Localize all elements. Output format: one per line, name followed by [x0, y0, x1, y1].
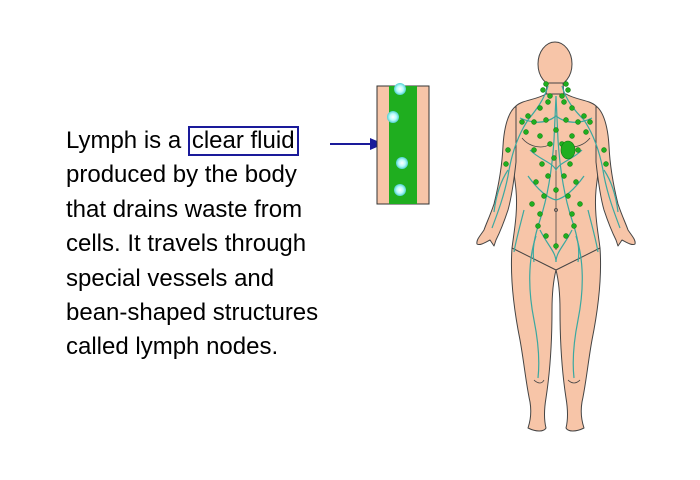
lymph-cell	[394, 83, 406, 95]
explanation-text: Lymph is a clear fluid produced by the b…	[66, 124, 386, 365]
human-body-figure	[476, 41, 636, 432]
text-line-7: called lymph nodes.	[66, 333, 279, 361]
text-line-6: bean-shaped structures	[66, 299, 319, 327]
right-leg	[555, 247, 602, 432]
clear-fluid-highlight: clear fluid	[187, 126, 299, 156]
lymph-cell	[396, 157, 408, 169]
left-arm	[476, 105, 517, 247]
text-line-3: that drains waste from	[66, 195, 303, 223]
lymph-cell	[394, 184, 406, 196]
text-line-1: Lymph is a clear fluid	[66, 124, 386, 158]
lymph-cell	[387, 111, 399, 123]
spleen	[560, 140, 576, 160]
left-leg	[510, 247, 557, 432]
lymph-nodes	[503, 81, 609, 249]
text-line-1-prefix: Lymph is a	[66, 127, 188, 154]
vessel-magnified-inset	[376, 83, 430, 205]
right-arm	[595, 105, 636, 247]
pointer-arrow	[330, 138, 384, 150]
text-line-2: produced by the body	[66, 161, 297, 189]
text-line-4: cells. It travels through	[66, 230, 307, 258]
head	[537, 41, 573, 87]
text-line-5: special vessels and	[66, 264, 275, 292]
